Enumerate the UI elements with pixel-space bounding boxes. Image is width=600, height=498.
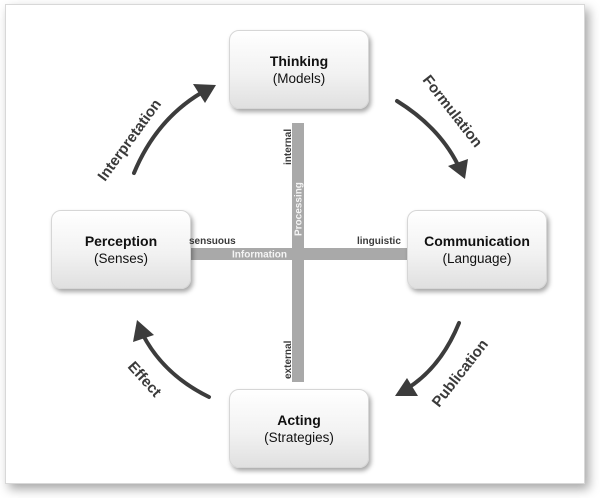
arrow-effect (141, 333, 211, 399)
node-title: Thinking (269, 52, 329, 69)
node-acting: Acting (Strategies) (229, 389, 369, 468)
diagram-overlay: Interpretation Formulation Publication E… (94, 72, 492, 410)
arrow-head-effect (133, 320, 154, 342)
node-communication: Communication (Language) (407, 210, 547, 289)
node-title: Communication (424, 232, 530, 249)
label-external: external (283, 340, 294, 379)
horizontal-axis-bar (186, 248, 414, 260)
arrow-head-publication (395, 378, 418, 396)
label-processing: Processing (294, 182, 305, 236)
arrow-head-interpretation (193, 84, 216, 103)
node-subtitle: (Models) (272, 70, 326, 86)
label-publication: Publication (429, 336, 492, 410)
node-subtitle: (Strategies) (264, 429, 334, 445)
node-subtitle: (Language) (442, 250, 512, 266)
label-interpretation: Interpretation (94, 96, 165, 184)
arrow-publication (406, 321, 461, 390)
node-title: Perception (84, 232, 158, 249)
node-title: Acting (277, 411, 321, 428)
label-linguistic: linguistic (357, 236, 401, 247)
node-perception: Perception (Senses) (51, 210, 191, 289)
label-information: Information (232, 250, 287, 261)
diagram-frame: Thinking (Models) Communication (Languag… (5, 4, 585, 484)
node-thinking: Thinking (Models) (229, 30, 369, 109)
arrow-formulation (395, 99, 460, 167)
label-effect: Effect (124, 358, 165, 400)
label-internal: internal (283, 129, 294, 165)
arrow-head-formulation (448, 159, 468, 179)
label-sensuous: sensuous (189, 236, 236, 247)
label-formulation: Formulation (419, 72, 486, 151)
node-subtitle: (Senses) (93, 250, 149, 266)
arrow-interpretation (132, 91, 203, 175)
